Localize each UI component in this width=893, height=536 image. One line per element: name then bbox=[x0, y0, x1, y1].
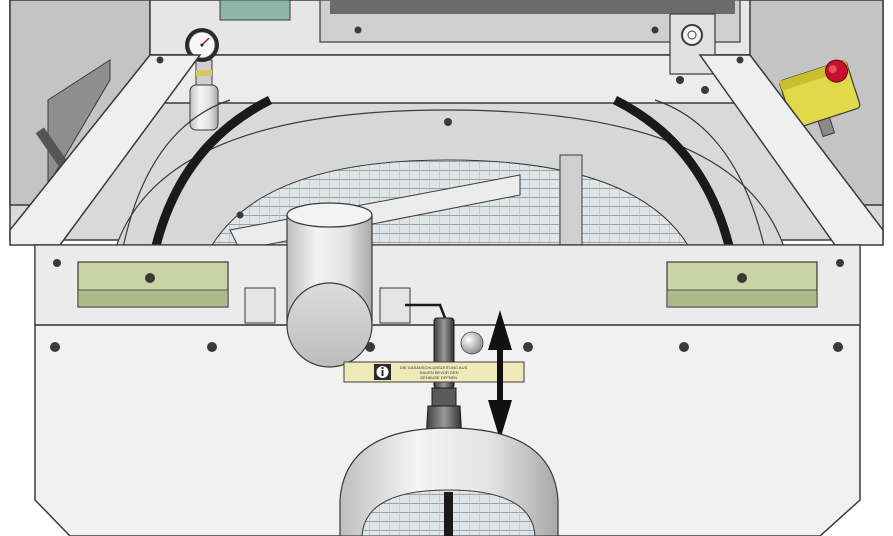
pressure-gauge-icon bbox=[185, 28, 219, 131]
label-line-3: GEHÄUSE ÖFFNEN bbox=[420, 375, 457, 380]
info-icon bbox=[374, 364, 391, 380]
emergency-stop-icon bbox=[778, 59, 861, 138]
lower-drum bbox=[339, 427, 559, 536]
double-arrow-icon bbox=[488, 310, 512, 440]
right-strut bbox=[698, 54, 884, 246]
gas-cylinder bbox=[286, 202, 373, 368]
warning-label-plate: DIE GASANSCHLUSSLEITUNG AUS BAUEN BEVOR … bbox=[343, 361, 525, 383]
label-line-2: BAUEN BEVOR DEN bbox=[420, 370, 459, 375]
label-line-1: DIE GASANSCHLUSSLEITUNG AUS bbox=[400, 365, 467, 370]
